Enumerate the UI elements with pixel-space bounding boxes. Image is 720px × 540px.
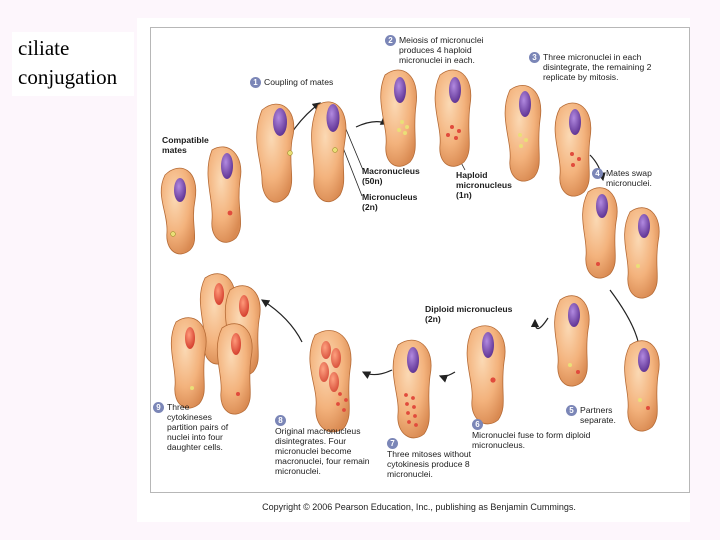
macronucleus — [326, 104, 340, 132]
arrow-2-3 — [355, 117, 390, 128]
cell — [624, 340, 660, 432]
cell — [160, 167, 197, 255]
macronucleus — [638, 214, 650, 238]
cell — [554, 295, 590, 387]
micronucleus — [287, 150, 293, 156]
cell — [504, 85, 542, 182]
step-2-badge: 2 — [385, 35, 396, 46]
diploid-micronucleus — [490, 377, 496, 383]
cell — [624, 207, 660, 299]
macronucleus — [273, 108, 287, 136]
title-line-2: conjugation — [18, 65, 118, 89]
cell — [380, 69, 417, 167]
copyright-line: Copyright © 2006 Pearson Education, Inc.… — [262, 502, 576, 512]
cell-pair-stage2 — [380, 69, 472, 167]
macronucleus — [596, 194, 608, 218]
arrow-5-6 — [530, 317, 549, 330]
cell-cluster-stage9 — [170, 273, 261, 415]
macronucleus — [569, 109, 581, 135]
cell — [582, 187, 618, 279]
macronucleus — [638, 348, 650, 372]
macronucleus — [449, 77, 461, 103]
micronucleus-label: Micronucleus(2n) — [362, 192, 418, 212]
macronucleus-label: Macronucleus(50n) — [362, 166, 420, 186]
diploid-label: Diploid micronucleus (2n) — [425, 304, 513, 324]
cell-pair-compatible — [160, 146, 242, 255]
cell-stage6 — [466, 325, 506, 425]
macronucleus — [174, 178, 186, 202]
macronucleus — [482, 332, 494, 358]
cell-stage7 — [392, 339, 432, 439]
step-4-badge: 4 — [592, 168, 603, 179]
macronucleus — [407, 347, 419, 373]
step-3-badge: 3 — [529, 52, 540, 63]
micronucleus — [332, 147, 338, 153]
macronucleus — [568, 303, 580, 327]
cell — [207, 146, 242, 243]
cell — [392, 339, 432, 439]
cell-pair-stage4 — [582, 187, 660, 299]
step-6-badge: 6 — [472, 419, 483, 430]
step-8-badge: 8 — [275, 415, 286, 426]
micronucleus — [170, 231, 176, 237]
haploid-label: Haploid micronucleus(1n) — [456, 170, 512, 200]
step-5-badge: 5 — [566, 405, 577, 416]
cell-pair-stage1 — [256, 101, 347, 203]
micronucleus — [227, 210, 233, 216]
compatible-mates-label: Compatible mates — [162, 135, 209, 155]
cell — [216, 323, 253, 415]
macronucleus — [394, 77, 406, 103]
cell-stage8 — [309, 330, 352, 433]
arrow-8-9 — [260, 299, 303, 343]
slide-title: ciliate conjugation — [12, 32, 134, 96]
cell — [554, 102, 592, 197]
arrow-3-4 — [589, 154, 606, 182]
cell — [170, 317, 207, 409]
cell-pair-stage3 — [504, 85, 592, 197]
title-line-1: ciliate — [18, 36, 70, 60]
arrow-7-8 — [361, 369, 393, 379]
arrow-6-7 — [438, 371, 456, 383]
cell-pair-stage5 — [554, 295, 660, 432]
step-7-badge: 7 — [387, 438, 398, 449]
step-1-badge: 1 — [250, 77, 261, 88]
step-9-badge: 9 — [153, 402, 164, 413]
cell — [434, 69, 472, 167]
macronucleus — [519, 91, 531, 117]
macronucleus — [221, 153, 233, 179]
cell — [466, 325, 506, 425]
